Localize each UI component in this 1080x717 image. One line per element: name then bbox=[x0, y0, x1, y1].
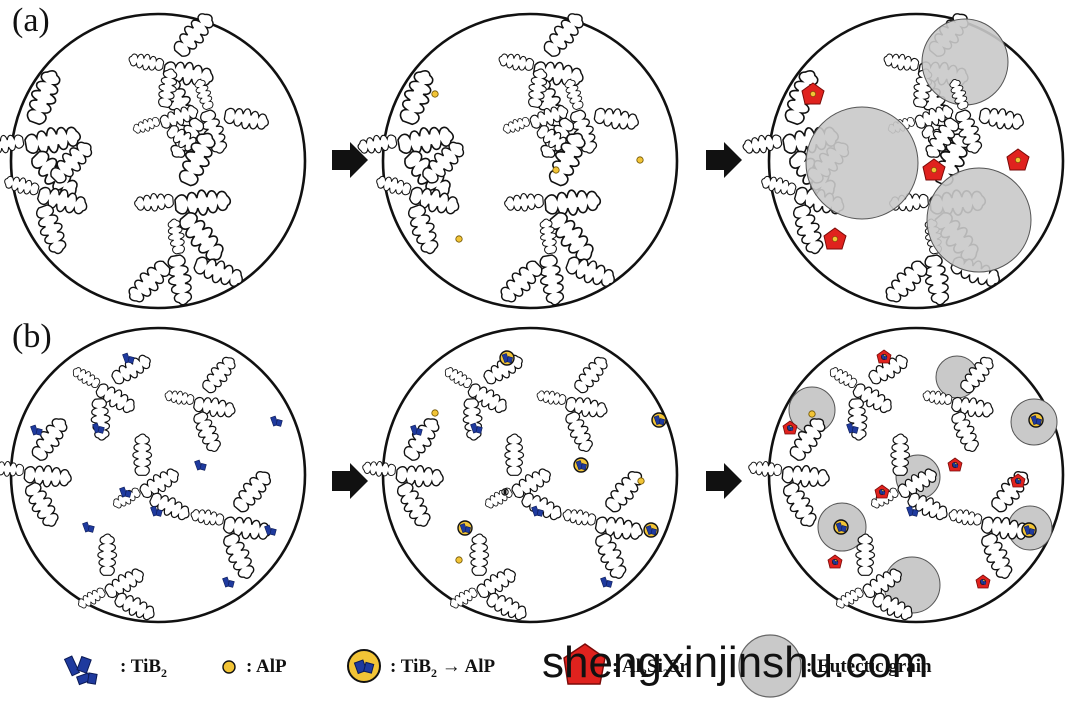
tib2-on-alp-particle bbox=[1029, 413, 1043, 427]
row-label-a: (a) bbox=[12, 2, 50, 39]
legend-alp-label: : AlP bbox=[246, 656, 287, 677]
legend-tib2-alp-label: : TiB2 → AlP bbox=[390, 656, 496, 680]
tib2-on-alp-particle bbox=[500, 351, 514, 365]
row-label-b: (b) bbox=[12, 318, 52, 355]
alp-icon bbox=[222, 660, 236, 674]
legend-al2si2sr-label: : Al2Si2Sr bbox=[612, 656, 688, 680]
tib2-on-alp-particle bbox=[834, 520, 848, 534]
legend-tib2-label: : TiB2 bbox=[120, 656, 168, 680]
panel-b2 bbox=[358, 325, 679, 650]
tib2-on-alp-particle bbox=[652, 413, 666, 427]
alp-particle bbox=[455, 235, 463, 243]
tib2-icon bbox=[63, 655, 98, 686]
alp-particle bbox=[637, 477, 645, 485]
arrow-right-icon bbox=[706, 142, 742, 178]
eutectic-grain bbox=[926, 167, 1032, 273]
eutectic-grain bbox=[805, 106, 919, 220]
arrow-right-icon bbox=[706, 463, 742, 499]
panel-a2 bbox=[346, 0, 679, 315]
alp-particle bbox=[501, 488, 509, 496]
tib2-on-alp-particle bbox=[574, 458, 588, 472]
eutectic-grain-icon bbox=[738, 634, 802, 698]
al2si2sr-icon bbox=[563, 643, 606, 685]
arrow-right-icon bbox=[332, 142, 368, 178]
alp-particle bbox=[431, 409, 439, 417]
panel-a1-circle bbox=[9, 12, 307, 310]
tib2-on-alp-particle bbox=[1022, 523, 1036, 537]
watermark: shengxinjinshu.com bbox=[542, 638, 929, 687]
legend-eutectic-label: : Eutectic grain bbox=[806, 656, 932, 677]
panel-a1 bbox=[0, 0, 307, 315]
alp-particle bbox=[636, 156, 644, 164]
panel-b3 bbox=[744, 325, 1065, 650]
tib2-on-alp-icon bbox=[347, 649, 381, 683]
panel-a3 bbox=[731, 0, 1065, 315]
tib2-on-alp-particle bbox=[458, 521, 472, 535]
alp-particle bbox=[808, 410, 816, 418]
alp-particle bbox=[552, 166, 560, 174]
panel-a2-circle bbox=[381, 12, 679, 310]
alp-particle bbox=[431, 90, 439, 98]
panel-b1 bbox=[0, 325, 307, 650]
alp-particle bbox=[455, 556, 463, 564]
tib2-on-alp-particle bbox=[644, 523, 658, 537]
arrow-right-icon bbox=[332, 463, 368, 499]
